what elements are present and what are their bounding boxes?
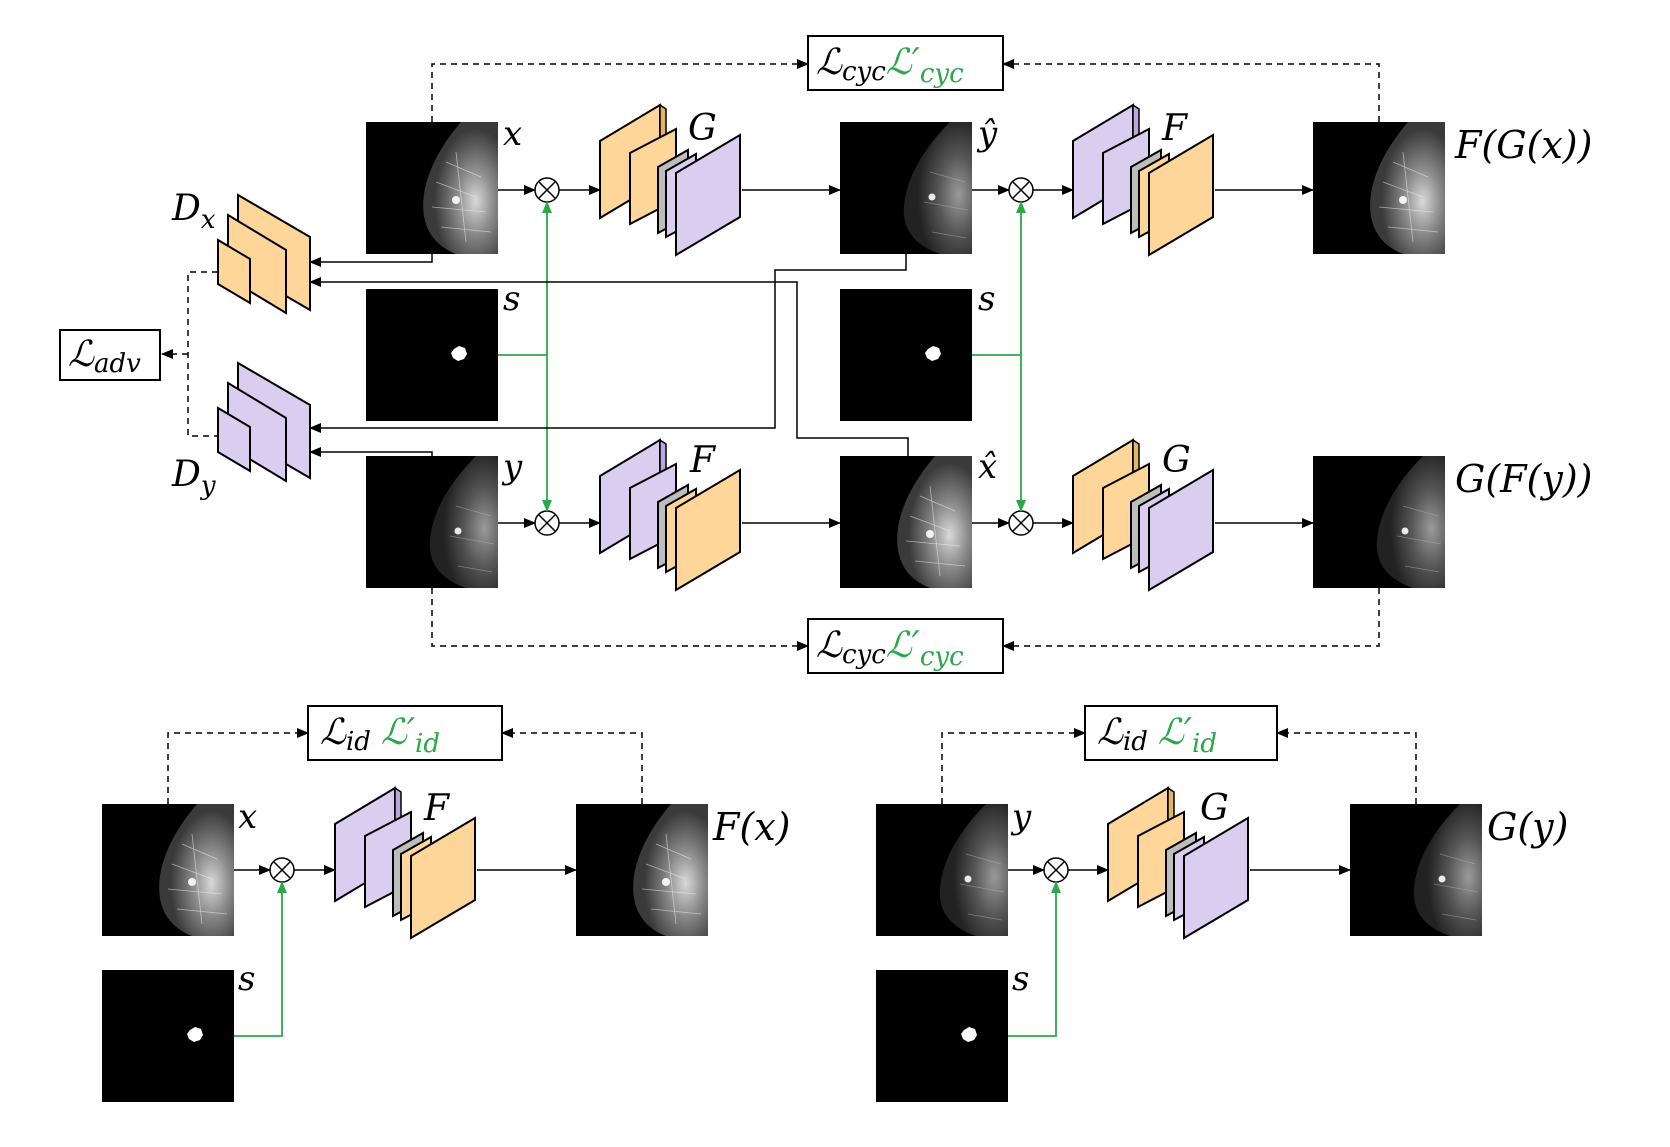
id-right-label-s: s xyxy=(1012,959,1029,999)
label-dy: Dy xyxy=(171,454,216,501)
id-right-loss-lines xyxy=(941,728,1417,804)
id-right-input-y xyxy=(875,803,1009,937)
label-fgx: F(G(x)) xyxy=(1454,123,1592,167)
id-right-multiply-node xyxy=(1043,857,1069,883)
input-image-x xyxy=(365,121,499,255)
label-gen-g-1: G xyxy=(688,108,717,149)
label-x-top: x xyxy=(503,114,522,154)
id-right-mask-s xyxy=(876,970,1008,1102)
mask-image-s-1 xyxy=(366,289,498,421)
svg-text:ℒcycℒ′cyc: ℒcycℒ′cyc xyxy=(816,42,964,89)
adv-loss-box: ℒadv xyxy=(59,329,161,381)
generated-image-x-hat xyxy=(839,455,973,589)
id-left-mask-path xyxy=(234,881,287,1037)
id-right-label-y: y xyxy=(1010,797,1032,837)
label-s-top-2: s xyxy=(978,279,995,319)
multiply-node-4 xyxy=(1008,510,1034,536)
label-gen-g-2: G xyxy=(1162,440,1191,481)
multiply-node-3 xyxy=(534,510,560,536)
id-left-multiply-node xyxy=(269,857,295,883)
cyc-loss-box-bottom: ℒcycℒ′cyc xyxy=(807,618,1004,674)
id-left-loss-lines xyxy=(167,728,643,804)
discriminator-input-lines xyxy=(309,254,909,457)
id-right-mask-path xyxy=(1008,881,1061,1037)
cyc-loss-lines xyxy=(431,59,1380,651)
label-s-top-1: s xyxy=(503,279,520,319)
multiply-node-1 xyxy=(534,177,560,203)
label-gen-f-1: F xyxy=(1161,108,1189,149)
reconstructed-image-fgx xyxy=(1312,121,1446,255)
label-gfy: G(F(y)) xyxy=(1455,457,1593,501)
id-left-output-fx xyxy=(575,803,709,937)
id-left-label-f: F xyxy=(423,788,451,829)
generator-f-top xyxy=(1072,104,1214,256)
cyc-loss-box-top: ℒcycℒ′cyc xyxy=(807,35,1004,91)
label-gen-f-2: F xyxy=(689,440,717,481)
discriminator-dx xyxy=(217,194,311,314)
reconstructed-image-gfy xyxy=(1312,455,1446,589)
svg-text:ℒcycℒ′cyc: ℒcycℒ′cyc xyxy=(816,625,964,672)
id-right-output-gy xyxy=(1349,803,1483,937)
id-left-mask-s xyxy=(102,970,234,1102)
label-x-hat: x̂ xyxy=(978,447,997,487)
id-left-input-x xyxy=(101,803,235,937)
svg-text:ℒadv: ℒadv xyxy=(68,334,141,379)
mask-image-s-2 xyxy=(840,289,972,421)
discriminator-dy xyxy=(217,362,311,482)
generator-g-bottom xyxy=(1072,439,1214,591)
label-dx: Dx xyxy=(171,188,216,235)
generated-image-y-hat xyxy=(839,121,973,255)
id-left-label-x: x xyxy=(238,797,257,837)
id-right-label-gy: G(y) xyxy=(1487,805,1568,849)
label-y-hat: ŷ xyxy=(976,114,998,154)
input-image-y xyxy=(365,455,499,589)
id-left-generator-f xyxy=(334,787,476,939)
id-right-label-g: G xyxy=(1200,788,1229,829)
multiply-node-2 xyxy=(1008,177,1034,203)
id-left-label-s: s xyxy=(238,959,255,999)
generator-f-bottom xyxy=(599,439,741,591)
adv-loss-lines xyxy=(161,271,218,437)
mask-paths-top xyxy=(498,201,1026,512)
label-y-top: y xyxy=(501,447,523,487)
id-left-label-fx: F(x) xyxy=(712,805,790,849)
generator-g-top xyxy=(599,104,741,256)
